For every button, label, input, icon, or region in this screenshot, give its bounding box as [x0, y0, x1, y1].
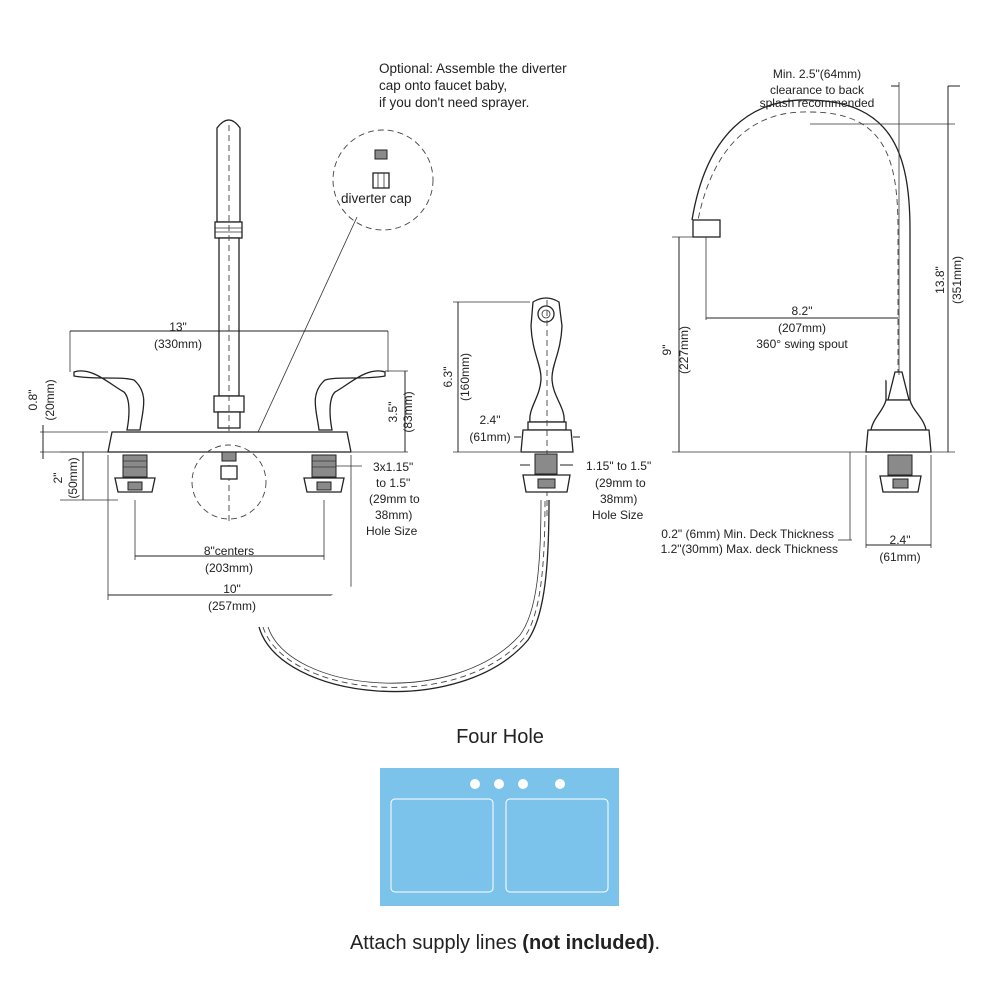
sprayer-view: 6.3" (160mm) 2.4" (61mm) 1.15" to 1.5" (…: [258, 297, 651, 693]
deck-min: 0.2" (6mm) Min. Deck Thickness: [661, 527, 834, 541]
diverter-cap-detail: diverter cap: [252, 129, 434, 444]
footer-suffix: .: [654, 932, 660, 954]
d08-label: 0.8": [26, 390, 40, 411]
holes-line-4: 38mm): [375, 508, 412, 522]
holes-line-3: (29mm to: [369, 492, 420, 506]
diverter-cap-shape: [372, 172, 390, 189]
detail-leader-line: [252, 216, 358, 444]
sink-hole-1: [470, 779, 480, 789]
spout-tip: [692, 219, 721, 238]
h138-mm: (351mm): [950, 256, 964, 304]
right-handle: [314, 370, 386, 431]
deck-plate: [107, 431, 352, 453]
base-label: 2.4": [890, 533, 911, 547]
d35-mm: (83mm): [401, 391, 415, 432]
d35-label: 3.5": [386, 402, 400, 423]
h9-label: 9": [660, 345, 674, 356]
reach-mm: (207mm): [778, 321, 826, 335]
holes-line-2: to 1.5": [376, 476, 410, 490]
optional-note: Optional: Assemble the diverter cap onto…: [379, 61, 567, 110]
holes-line-1: 3x1.15": [373, 460, 413, 474]
centers-mm: (203mm): [205, 561, 253, 575]
width-13-label: 13": [169, 320, 187, 334]
footer-prefix: Attach supply lines: [350, 932, 522, 954]
deck-max: 1.2"(30mm) Max. deck Thickness: [661, 542, 838, 556]
w24-label: 2.4": [480, 413, 501, 427]
w24-mm: (61mm): [469, 430, 510, 444]
d2-mm: (50mm): [66, 457, 80, 498]
sink-outline: [380, 768, 619, 906]
clearance-2: clearance to back: [770, 83, 865, 97]
footer-note: Attach supply lines (not included).: [350, 932, 660, 954]
footer-bold: (not included): [522, 932, 654, 954]
sink-hole-2: [494, 779, 504, 789]
w10-mm: (257mm): [208, 599, 256, 613]
left-handle: [73, 370, 145, 431]
d2-label: 2": [51, 473, 65, 484]
side-body: [870, 399, 927, 431]
reach-label: 8.2": [792, 304, 813, 318]
center-detail-circle: [191, 444, 267, 520]
centers-label: 8"centers: [204, 544, 254, 558]
clearance-1: Min. 2.5"(64mm): [773, 67, 861, 81]
right-basin: [505, 798, 609, 893]
note-line-1: Optional: Assemble the diverter: [379, 61, 567, 76]
side-view: Min. 2.5"(64mm) clearance to back splash…: [660, 67, 964, 564]
h63-label: 6.3": [441, 367, 455, 388]
reach-swing: 360° swing spout: [756, 337, 848, 351]
base-mm: (61mm): [879, 550, 920, 564]
h9-mm: (227mm): [677, 326, 691, 374]
d08-mm: (20mm): [43, 379, 57, 420]
sprayer-holes-2: (29mm to: [595, 476, 646, 490]
sink-hole-4: [555, 779, 565, 789]
note-line-2: cap onto faucet baby,: [379, 78, 507, 93]
h63-mm: (160mm): [458, 353, 472, 401]
sink-illustration: [380, 768, 619, 906]
sprayer-holes-4: Hole Size: [592, 508, 644, 522]
left-basin: [390, 798, 494, 893]
clearance-3: splash recommended: [760, 96, 875, 110]
sprayer-holes-1: 1.15" to 1.5": [586, 459, 651, 473]
w10-label: 10": [223, 582, 241, 596]
diverter-cap-label: diverter cap: [341, 191, 412, 206]
holes-line-5: Hole Size: [366, 524, 418, 538]
width-13-mm: (330mm): [154, 337, 202, 351]
h138-label: 13.8": [933, 266, 947, 294]
note-line-3: if you don't need sprayer.: [379, 95, 529, 110]
front-view: 13" (330mm) 0.8" (20mm) 3.5" (83mm) 2" (…: [26, 119, 420, 613]
sprayer-holes-3: 38mm): [600, 492, 637, 506]
sink-hole-3: [518, 779, 528, 789]
sink-title: Four Hole: [456, 726, 544, 748]
diverter-thread: [374, 149, 388, 160]
